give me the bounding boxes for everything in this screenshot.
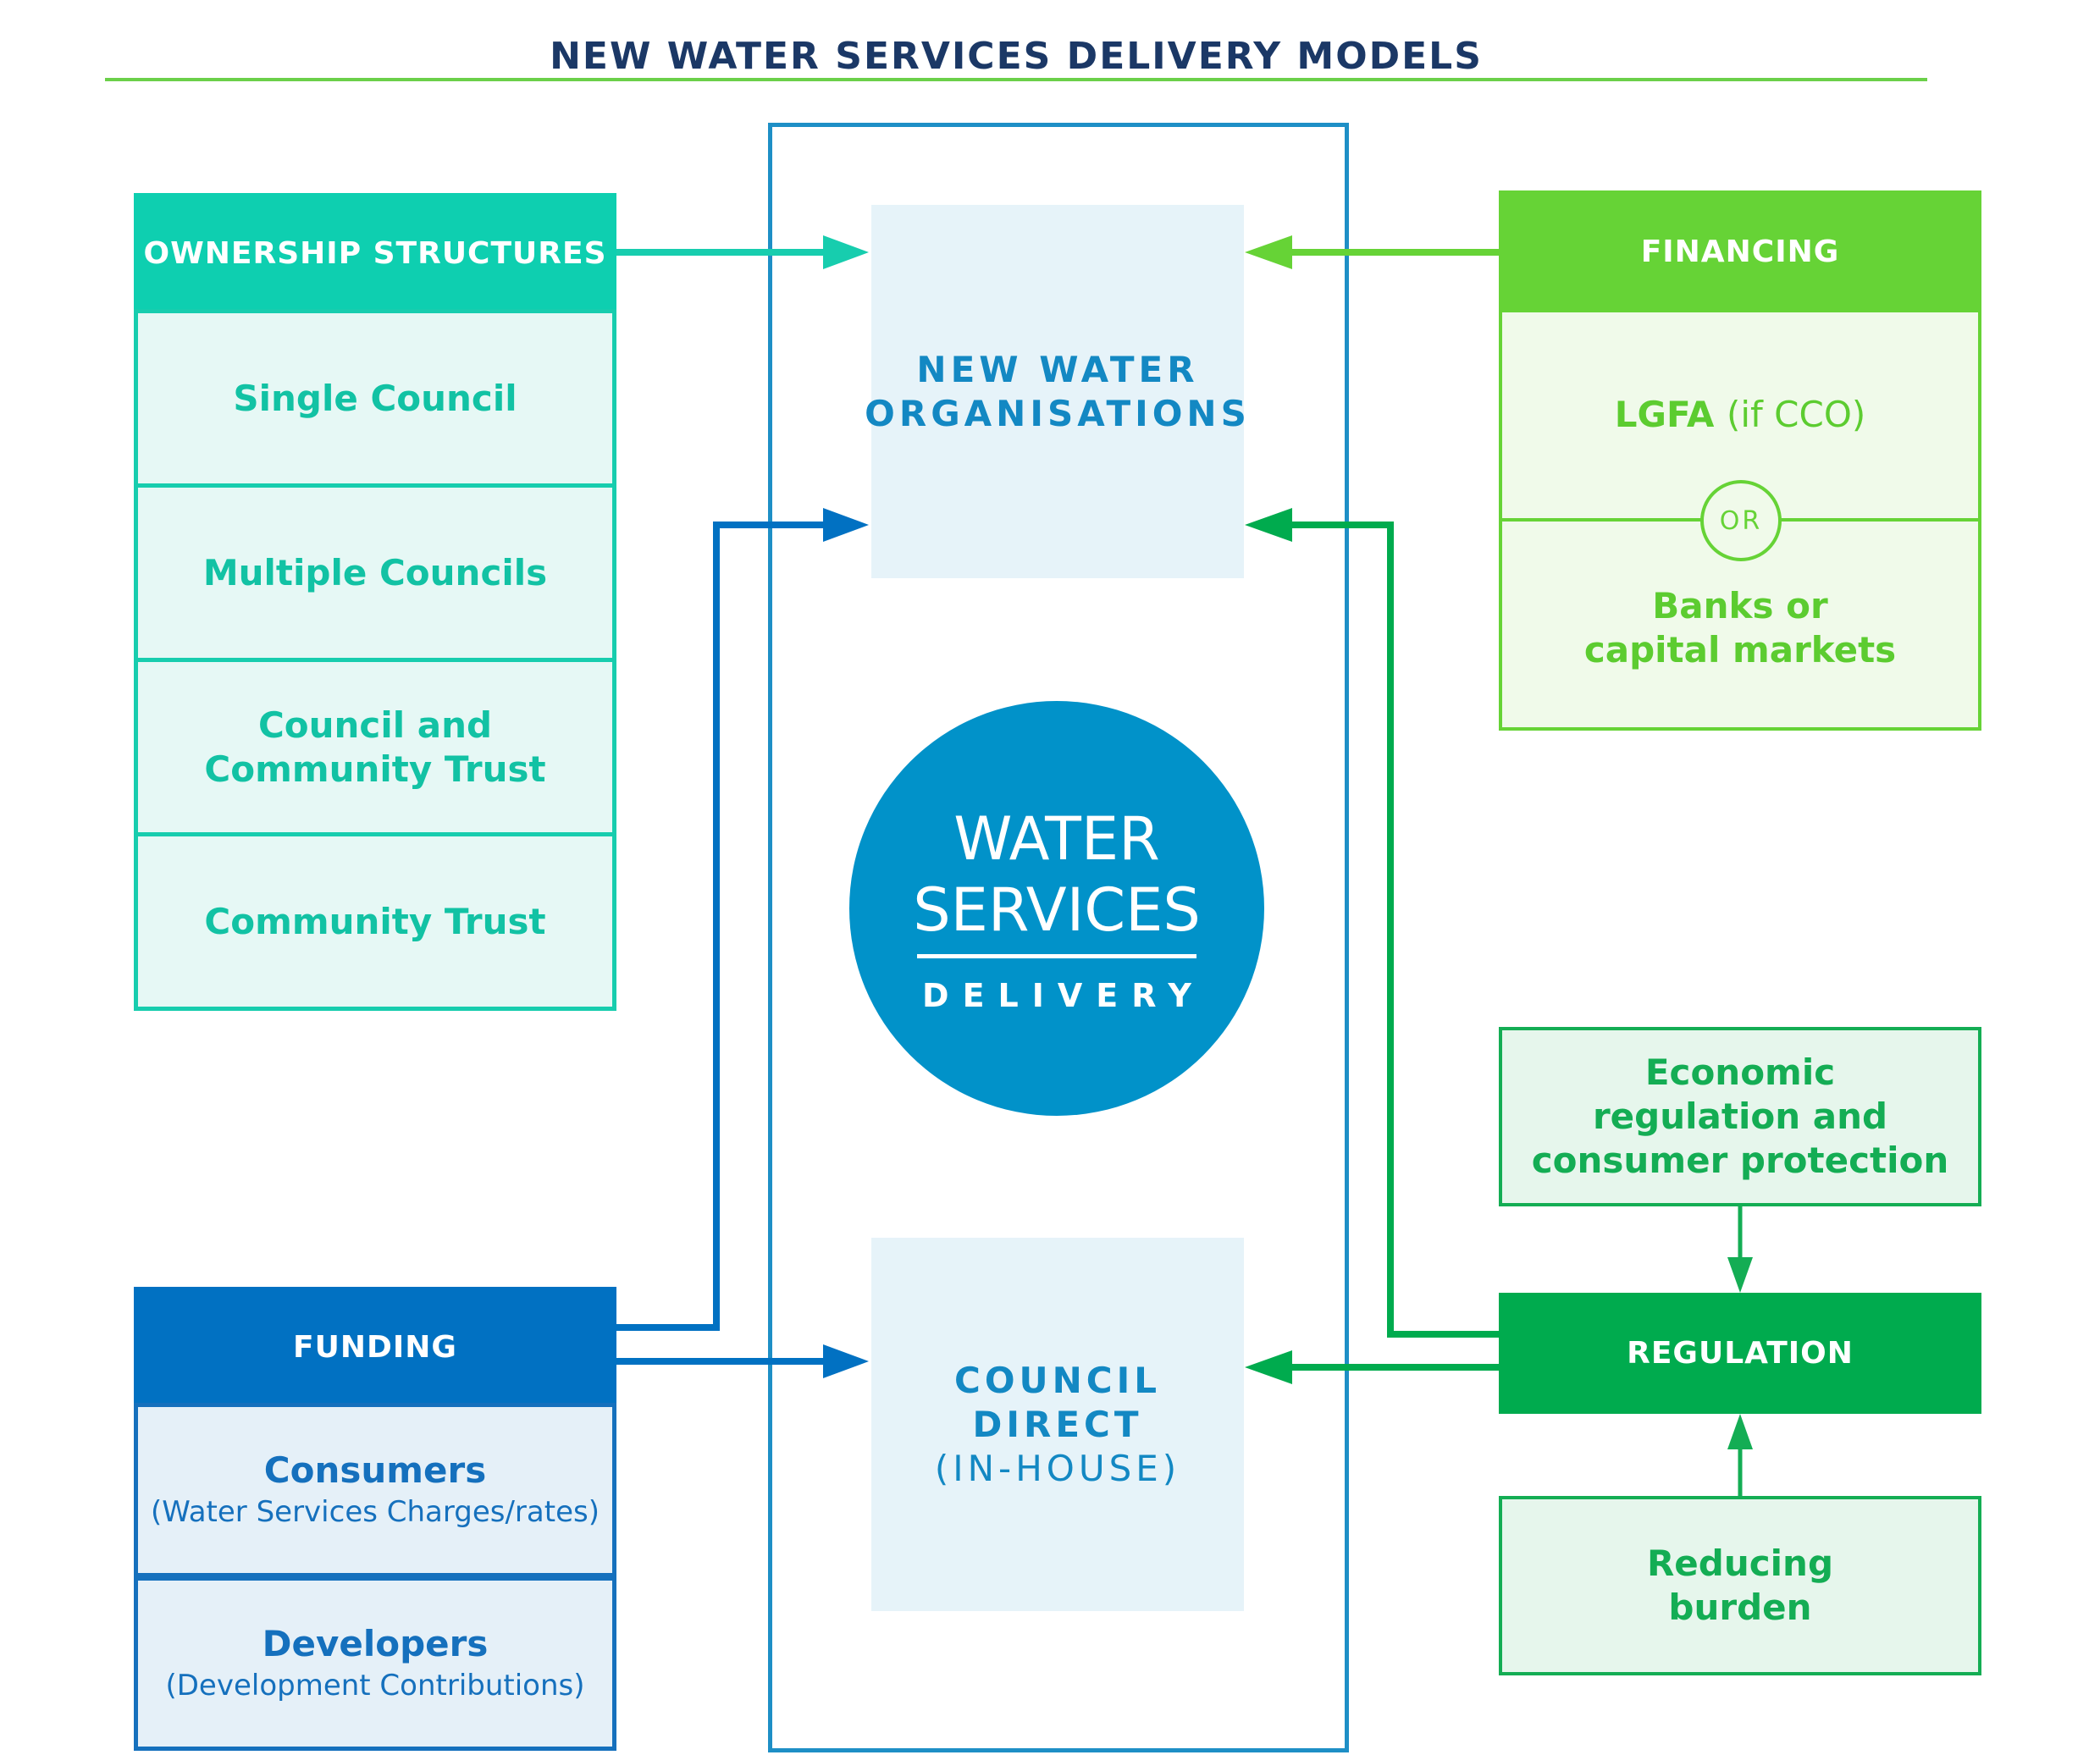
reducing-burden-box: Reducing burden (1499, 1496, 1981, 1675)
circle-line-water: WATER (953, 803, 1160, 874)
delivery-models-frame (768, 123, 1349, 1752)
ownership-structures-header: OWNERSHIP STRUCTURES (134, 193, 616, 313)
financing-to-new-org-arrow (1245, 235, 1499, 269)
ownership-item-label: Multiple Councils (202, 551, 548, 593)
water-services-delivery-circle: WATER SERVICES DELIVERY (849, 701, 1264, 1116)
funding-item-label: Developers (262, 1623, 489, 1664)
lgfa-label: LGFA (1614, 394, 1715, 435)
circle-line-delivery: DELIVERY (922, 976, 1205, 1014)
regulation-header: REGULATION (1499, 1293, 1981, 1414)
ownership-item-label: Single Council (233, 377, 517, 419)
funding-developers: Developers (Development Contributions) (134, 1576, 616, 1751)
title-underline (105, 78, 1927, 81)
regulation-to-new-org-arrow (1245, 508, 1499, 1338)
economic-regulation-box: Economic regulation and consumer protect… (1499, 1027, 1981, 1206)
council-line-2: DIRECT (972, 1403, 1143, 1445)
page-title: NEW WATER SERVICES DELIVERY MODELS (550, 34, 1483, 78)
or-badge: OR (1700, 480, 1782, 561)
ownership-council-and-community-trust: Council and Community Trust (134, 658, 616, 836)
ownership-community-trust: Community Trust (134, 832, 616, 1011)
funding-to-council-arrow (616, 1344, 869, 1378)
ownership-item-label: Council and Community Trust (204, 704, 546, 790)
ownership-single-council: Single Council (134, 309, 616, 488)
circle-line-services: SERVICES (913, 875, 1201, 945)
financing-header: FINANCING (1499, 190, 1981, 313)
funding-item-detail: (Water Services Charges/rates) (151, 1495, 600, 1529)
funding-header: FUNDING (134, 1287, 616, 1407)
reducing-to-regulation-arrow (1727, 1414, 1753, 1496)
ownership-multiple-councils: Multiple Councils (134, 483, 616, 662)
lgfa-condition: (if CCO) (1726, 394, 1866, 435)
council-line-1: COUNCIL (954, 1359, 1161, 1401)
regulation-to-council-arrow (1245, 1350, 1499, 1384)
economic-to-regulation-arrow (1727, 1206, 1753, 1293)
ownership-to-new-org-arrow (616, 235, 869, 269)
council-line-3: (IN-HOUSE) (934, 1447, 1181, 1489)
ownership-item-label: Community Trust (204, 900, 546, 942)
funding-item-label: Consumers (263, 1449, 487, 1491)
funding-to-new-org-arrow (616, 508, 869, 1331)
circle-divider (917, 953, 1196, 958)
financing-option-banks: Banks or capital markets (1583, 585, 1897, 671)
funding-consumers: Consumers (Water Services Charges/rates) (134, 1403, 616, 1577)
funding-item-detail: (Development Contributions) (165, 1669, 585, 1703)
council-direct-box: COUNCIL DIRECT (IN-HOUSE) (871, 1238, 1244, 1611)
financing-option-lgfa: LGFA (if CCO) (1499, 381, 1981, 449)
new-water-organisations-box: NEW WATER ORGANISATIONS (865, 205, 1246, 578)
